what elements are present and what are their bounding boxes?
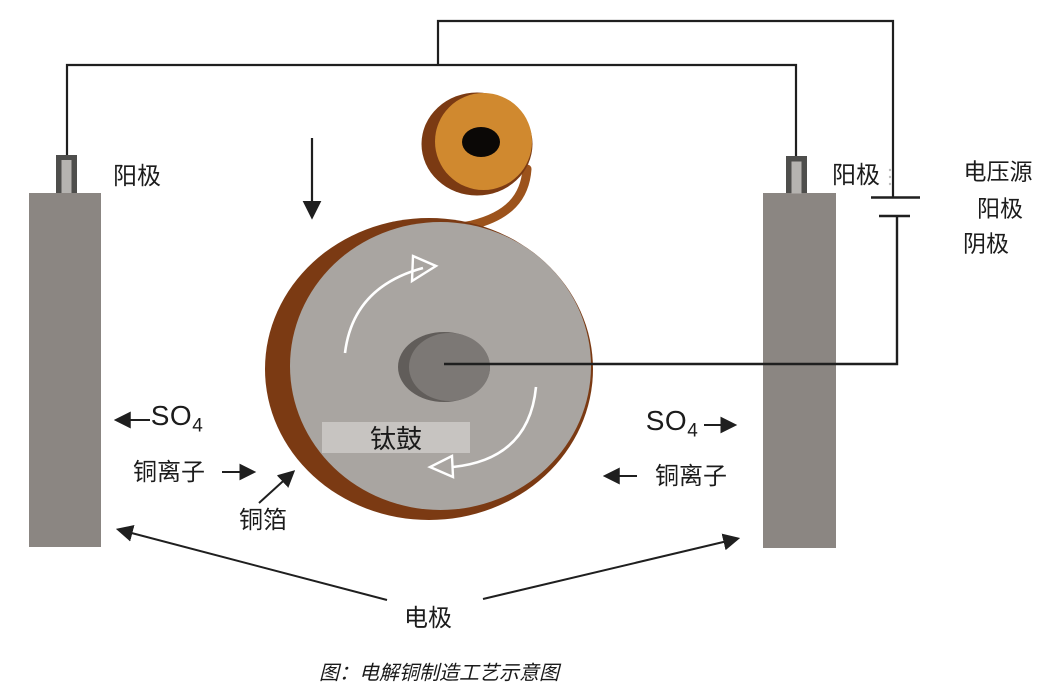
rotation-arrowhead-bottom-icon: [427, 454, 455, 479]
titanium-drum-label: 钛鼓: [369, 424, 422, 454]
right-electrode-bar: [763, 193, 836, 548]
battery-anode-label: 阳极: [977, 195, 1023, 222]
figure-caption: 图：电解铜制造工艺示意图: [319, 662, 559, 685]
copper-ions-left-label: 铜离子: [133, 458, 205, 486]
copper-foil-pointer-arrow-icon: [258, 470, 296, 504]
anode-right-label: 阳极: [832, 161, 880, 189]
rotation-arrowhead-top-icon: [410, 254, 439, 284]
so4-right-label: SO4: [645, 404, 699, 442]
anode-left-label: 阳极: [113, 162, 161, 190]
battery-cathode-label: 阴极: [963, 230, 1009, 257]
right-connector-inner: [791, 161, 802, 194]
copper-ions-right-label: 铜离子: [655, 462, 727, 490]
rotation-arc-top: [343, 266, 424, 354]
wire-cathode: [444, 217, 899, 366]
dotted-artifact-marks: [888, 168, 1006, 252]
electrodes-label: 电极: [404, 604, 452, 632]
rotation-arc-bottom: [452, 386, 538, 469]
coil-core: [462, 127, 500, 157]
titanium-drum-label-band: 钛鼓: [322, 422, 470, 454]
so4-left-label: SO4: [150, 399, 204, 437]
copper-foil-label: 铜箔: [239, 506, 287, 534]
left-electrode-bar: [29, 193, 101, 547]
voltage-source-label: 电压源: [963, 158, 1033, 185]
drum-axle: [409, 333, 490, 401]
electrode-pointer-left-arrow-icon: [115, 525, 388, 601]
wire-anode-top: [436, 19, 895, 197]
wire-anode-bus: [65, 63, 798, 156]
electrode-pointer-right-arrow-icon: [482, 533, 741, 600]
left-connector-inner: [61, 160, 72, 193]
